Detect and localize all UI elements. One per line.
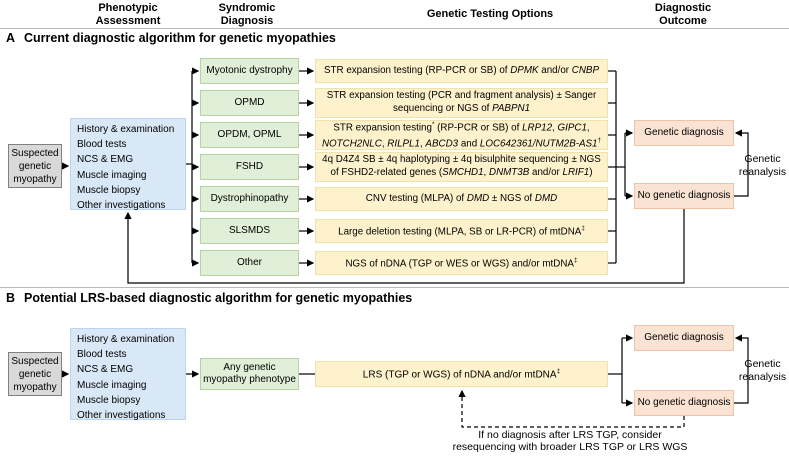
outcome-box-genetic-diagnosis-b: Genetic diagnosis <box>634 325 734 351</box>
syndrome-box-slsmds: SLSMDS <box>200 218 299 244</box>
syndrome-box-myotonic-dystrophy: Myotonic dystrophy <box>200 58 299 84</box>
suspected-myopathy-box-a: Suspected genetic myopathy <box>8 144 62 188</box>
phenotype-box-any-genetic-myopathy: Any genetic myopathy phenotype <box>200 358 299 390</box>
column-header-diagnostic-outcome: Diagnostic Outcome <box>654 2 712 27</box>
assessment-list-item: History & examination <box>77 124 175 135</box>
assessment-list-item: History & examination <box>77 334 175 345</box>
test-text: STR expansion testing* (RP-PCR or SB) of… <box>321 121 602 150</box>
syndrome-box-dystrophinopathy: Dystrophinopathy <box>200 186 299 212</box>
test-box-opmd: STR expansion testing (PCR and fragment … <box>315 88 608 118</box>
assessment-list-item: NCS & EMG <box>77 154 134 166</box>
column-header-phenotypic-assessment: Phenotypic Assessment <box>95 2 161 27</box>
test-text: 4q D4Z4 SB ± 4q haplotyping ± 4q bisulph… <box>322 154 601 178</box>
column-header-genetic-testing-options: Genetic Testing Options <box>426 8 554 20</box>
assessment-list-item: NCS & EMG <box>77 364 134 376</box>
test-text: STR expansion testing (RP-PCR or SB) of … <box>324 64 599 76</box>
assessment-list-item: Blood tests <box>77 139 127 151</box>
outcome-box-no-genetic-diagnosis-a: No genetic diagnosis <box>634 183 734 209</box>
section-divider-line <box>0 287 789 288</box>
assessment-list-item: Muscle imaging <box>77 169 147 181</box>
genetic-reanalysis-label-b: Genetic reanalysis <box>738 358 787 383</box>
header-divider-line <box>0 28 789 29</box>
section-a-title: Current diagnostic algorithm for genetic… <box>24 31 336 45</box>
test-box-fshd: 4q D4Z4 SB ± 4q haplotyping ± 4q bisulph… <box>315 152 608 182</box>
column-header-syndromic-diagnosis: Syndromic Diagnosis <box>218 2 276 27</box>
genetic-reanalysis-label-a: Genetic reanalysis <box>738 153 787 178</box>
test-box-other: NGS of nDNA (TGP or WES or WGS) and/or m… <box>315 251 608 275</box>
test-box-myotonic-dystrophy: STR expansion testing (RP-PCR or SB) of … <box>315 59 608 83</box>
lrs-resequencing-note-line2: resequencing with broader LRS TGP or LRS… <box>452 441 688 453</box>
test-text: NGS of nDNA (TGP or WES or WGS) and/or m… <box>345 257 578 270</box>
assessment-list-item: Muscle biopsy <box>77 394 141 406</box>
test-text: Large deletion testing (MLPA, SB or LR-P… <box>338 225 585 238</box>
assessment-list-item: Muscle biopsy <box>77 184 141 196</box>
test-text: STR expansion testing (PCR and fragment … <box>326 90 597 114</box>
outcome-box-genetic-diagnosis-a: Genetic diagnosis <box>634 120 734 146</box>
test-text: LRS (TGP or WGS) of nDNA and/or mtDNA‡ <box>362 368 561 381</box>
suspected-myopathy-box-b: Suspected genetic myopathy <box>8 352 62 396</box>
syndrome-box-other: Other <box>200 250 299 276</box>
lrs-resequencing-note-line1: If no diagnosis after LRS TGP, consider <box>478 429 662 441</box>
test-box-dystrophinopathy: CNV testing (MLPA) of DMD ± NGS of DMD <box>315 187 608 211</box>
assessment-list-item: Other investigations <box>77 199 166 211</box>
assessment-list-item: Other investigations <box>77 409 166 421</box>
test-box-opdm-opml: STR expansion testing* (RP-PCR or SB) of… <box>315 120 608 150</box>
section-a-label: A <box>6 31 16 45</box>
test-text: CNV testing (MLPA) of DMD ± NGS of DMD <box>365 192 558 204</box>
assessment-list-item: Muscle imaging <box>77 379 147 391</box>
assessment-list-item: Blood tests <box>77 349 127 361</box>
test-box-lrs: LRS (TGP or WGS) of nDNA and/or mtDNA‡ <box>315 361 608 387</box>
syndrome-box-fshd: FSHD <box>200 154 299 180</box>
syndrome-box-opdm-opml: OPDM, OPML <box>200 122 299 148</box>
section-b-label: B <box>6 291 16 305</box>
syndrome-box-opmd: OPMD <box>200 90 299 116</box>
test-box-slsmds: Large deletion testing (MLPA, SB or LR-P… <box>315 219 608 243</box>
section-b-title: Potential LRS-based diagnostic algorithm… <box>24 291 413 305</box>
outcome-box-no-genetic-diagnosis-b: No genetic diagnosis <box>634 390 734 416</box>
